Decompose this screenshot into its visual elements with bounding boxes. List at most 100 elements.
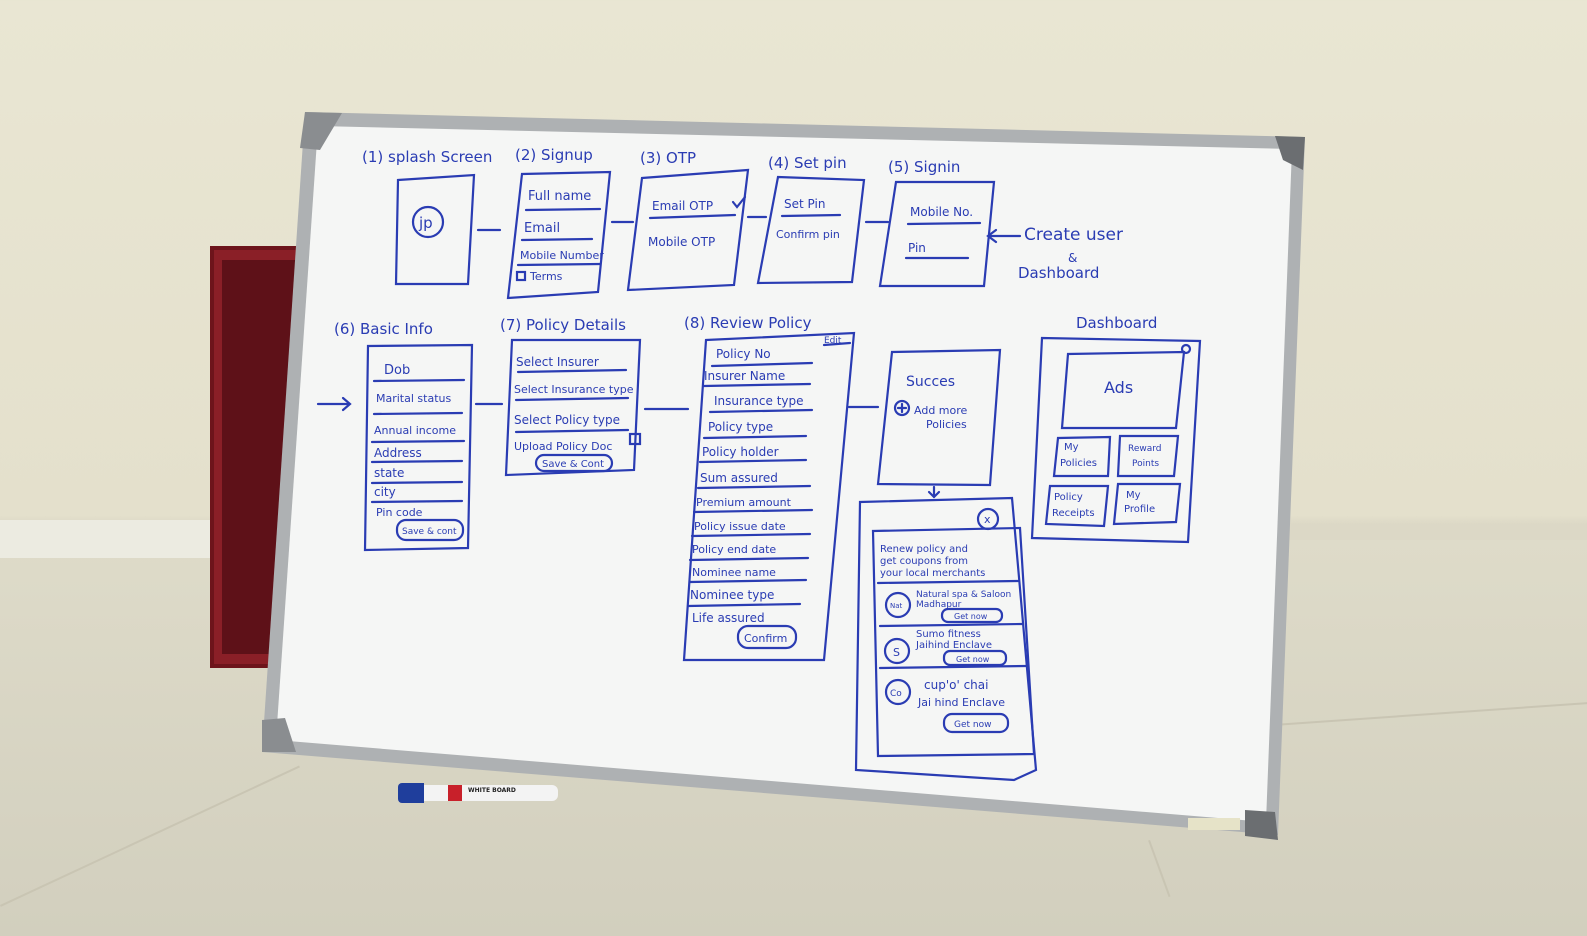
get-now-label: Get now (954, 720, 991, 730)
merchant-icon-label: S (893, 646, 900, 659)
policy-details-title: (7) Policy Details (500, 316, 626, 334)
policy-details-field: Select Policy type (514, 413, 620, 427)
ads-banner (1060, 350, 1186, 430)
basic-info-save-label: Save & cont (402, 527, 457, 537)
frame-corner (300, 112, 342, 150)
basic-info-field: Pin code (376, 506, 423, 519)
add-more-icon (893, 399, 911, 417)
basic-info-field: Dob (384, 363, 410, 378)
coupon-header: your local merchants (880, 568, 985, 579)
success-box (876, 348, 1002, 487)
coupon-header: Renew policy and (880, 544, 968, 555)
policy-details-field: Select Insurer (516, 355, 599, 369)
signup-field: Mobile Number (520, 249, 604, 262)
confirm-label: Confirm (744, 632, 787, 645)
success-add-more: Add more (914, 404, 968, 417)
otp-field: Mobile OTP (648, 235, 715, 249)
confirm-button (736, 624, 798, 650)
dashboard-tile-label: Receipts (1052, 508, 1095, 519)
signup-field: Terms (529, 270, 563, 283)
basic-info-field: Annual income (374, 424, 456, 437)
dashboard-tile-label: Reward (1128, 444, 1162, 454)
tile-my-profile (1112, 482, 1182, 526)
signin-field: Pin (908, 241, 926, 255)
get-now-button (940, 607, 1004, 624)
review-field: Sum assured (700, 471, 778, 485)
dashboard-title: Dashboard (1076, 314, 1157, 332)
review-edit-link: Edit (824, 336, 842, 346)
merchant-name: Sumo fitness (916, 629, 981, 640)
merchant-name: Natural spa & Saloon (916, 590, 1011, 600)
basic-info-field: Address (374, 446, 422, 460)
basic-info-field: state (374, 466, 404, 480)
frame-corner (262, 718, 296, 752)
review-field: Insurance type (714, 394, 804, 408)
splash-title: (1) splash Screen (362, 148, 492, 166)
review-field: Nominee type (690, 588, 774, 602)
review-field: Policy No (716, 347, 771, 361)
signup-field: Full name (528, 189, 591, 204)
success-add-more: Policies (926, 418, 967, 431)
basic-info-box (363, 343, 474, 552)
otp-title: (3) OTP (640, 149, 696, 167)
merchant-icon-label: Nat (890, 602, 903, 610)
splash-logo: jp (418, 214, 433, 232)
brand-label (1188, 818, 1240, 830)
signup-field: Email (524, 221, 560, 236)
dashboard-tile-label: My (1064, 442, 1079, 453)
set-pin-field: Confirm pin (776, 228, 840, 241)
review-policy-box (682, 331, 856, 662)
marker-label: WHITE BOARD (468, 787, 516, 794)
merchant-location: Madhapur (916, 600, 962, 610)
otp-box (626, 168, 750, 292)
signin-note: Dashboard (1018, 264, 1099, 282)
tile-my-policies (1052, 435, 1112, 478)
signin-box (878, 180, 996, 288)
review-field: Policy holder (702, 445, 779, 459)
dashboard-tile-label: Policies (1060, 458, 1097, 469)
policy-details-save-label: Save & Cont (542, 459, 604, 470)
coupon-header: get coupons from (880, 556, 968, 567)
upload-icon (628, 432, 642, 446)
marker-cap (398, 783, 424, 803)
set-pin-box (756, 175, 866, 285)
whiteboard-marker[interactable]: WHITE BOARD (398, 783, 566, 803)
merchant-name: cup'o' chai (924, 678, 988, 692)
signin-field: Mobile No. (910, 205, 973, 219)
frame-corner (1275, 136, 1305, 170)
coupon-close-label: x (984, 513, 991, 526)
signin-note: Create user (1024, 225, 1123, 245)
policy-details-box (504, 338, 642, 477)
policy-details-field: Upload Policy Doc (514, 440, 612, 453)
dashboard-tile-label: My (1126, 490, 1141, 501)
merchant-icon-sumo (883, 637, 911, 665)
frame-corner (1245, 810, 1278, 840)
splash-screen-box (394, 173, 476, 286)
get-now-label: Get now (956, 655, 990, 664)
coupon-popup-box (854, 496, 1038, 782)
signin-note: & (1068, 251, 1077, 265)
signup-title: (2) Signup (515, 146, 593, 164)
set-pin-title: (4) Set pin (768, 154, 847, 172)
marker-band (448, 785, 462, 801)
policy-details-save-button (534, 453, 614, 473)
set-pin-field: Set Pin (784, 197, 825, 211)
dashboard-box (1030, 336, 1202, 544)
otp-field: Email OTP (652, 199, 713, 213)
signin-title: (5) Signin (888, 158, 960, 176)
success-title: Succes (906, 374, 955, 390)
basic-info-save-button (395, 518, 465, 542)
merchant-icon-cupochai (884, 678, 912, 706)
review-field: Policy issue date (694, 520, 786, 533)
merchant-icon-label: Co (890, 689, 902, 699)
review-field: Premium amount (696, 496, 792, 509)
review-field: Policy end date (692, 543, 776, 556)
merchant-location: Jai hind Enclave (917, 696, 1005, 709)
splash-logo-circle (411, 205, 445, 239)
basic-info-title: (6) Basic Info (334, 320, 433, 338)
baseboard (0, 520, 230, 558)
down-arrow-icon (927, 485, 941, 499)
review-policy-title: (8) Review Policy (684, 314, 812, 332)
dashboard-ads: Ads (1104, 378, 1133, 397)
